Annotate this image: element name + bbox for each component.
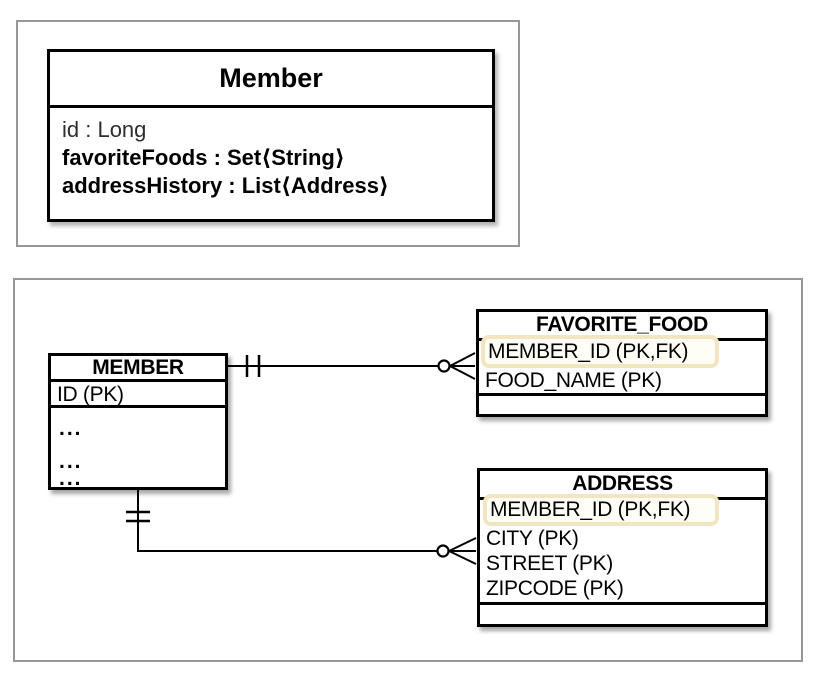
member-favoritefood-connector bbox=[228, 352, 476, 380]
address-fk-highlight: MEMBER_ID (PK,FK) bbox=[483, 494, 719, 526]
er-table-member-title: MEMBER bbox=[51, 356, 225, 382]
uml-attribute-favorite-foods: favoriteFoods : Set⟨String⟩ bbox=[62, 145, 345, 170]
uml-class-attributes: id : Long favoriteFoods : Set⟨String⟩ ad… bbox=[50, 108, 492, 200]
er-panel: MEMBER ID (PK) ... ... ... FAVORITE_FOOD… bbox=[13, 278, 803, 662]
uml-class-member: Member id : Long favoriteFoods : Set⟨Str… bbox=[47, 49, 495, 222]
favorite-food-fk-row: MEMBER_ID (PK,FK) bbox=[488, 339, 689, 363]
uml-class-title: Member bbox=[50, 52, 492, 108]
uml-attribute-address-history: addressHistory : List⟨Address⟩ bbox=[62, 173, 389, 198]
uml-attribute-id: id : Long bbox=[62, 117, 147, 142]
member-pk-row: ID (PK) bbox=[51, 382, 225, 408]
member-address-connector bbox=[126, 490, 477, 565]
member-ellipsis-row: ... bbox=[59, 467, 83, 490]
address-row: STREET (PK) bbox=[486, 552, 613, 575]
favorite-food-fk-highlight: MEMBER_ID (PK,FK) bbox=[481, 335, 719, 368]
row-divider bbox=[480, 602, 765, 605]
zero-or-many-crowfoot-icon bbox=[437, 352, 476, 380]
member-ellipsis-row: ... bbox=[59, 450, 83, 473]
one-cardinality-ticks-icon bbox=[126, 510, 150, 523]
member-ellipsis-row: ... bbox=[59, 417, 83, 440]
address-fk-row: MEMBER_ID (PK,FK) bbox=[490, 498, 691, 521]
relationship-connectors bbox=[126, 352, 477, 565]
zero-or-many-crowfoot-icon bbox=[436, 537, 477, 565]
address-row: CITY (PK) bbox=[486, 527, 579, 550]
row-divider bbox=[479, 393, 765, 396]
address-row: ZIPCODE (PK) bbox=[486, 577, 624, 600]
one-cardinality-ticks-icon bbox=[245, 355, 261, 377]
uml-panel: Member id : Long favoriteFoods : Set⟨Str… bbox=[16, 20, 520, 247]
er-table-favorite-food: FAVORITE_FOOD MEMBER_ID (PK,FK) FOOD_NAM… bbox=[476, 309, 768, 417]
favorite-food-row: FOOD_NAME (PK) bbox=[485, 369, 662, 392]
er-table-member: MEMBER ID (PK) ... ... ... bbox=[48, 353, 228, 490]
er-table-address: ADDRESS MEMBER_ID (PK,FK) CITY (PK) STRE… bbox=[477, 468, 768, 627]
